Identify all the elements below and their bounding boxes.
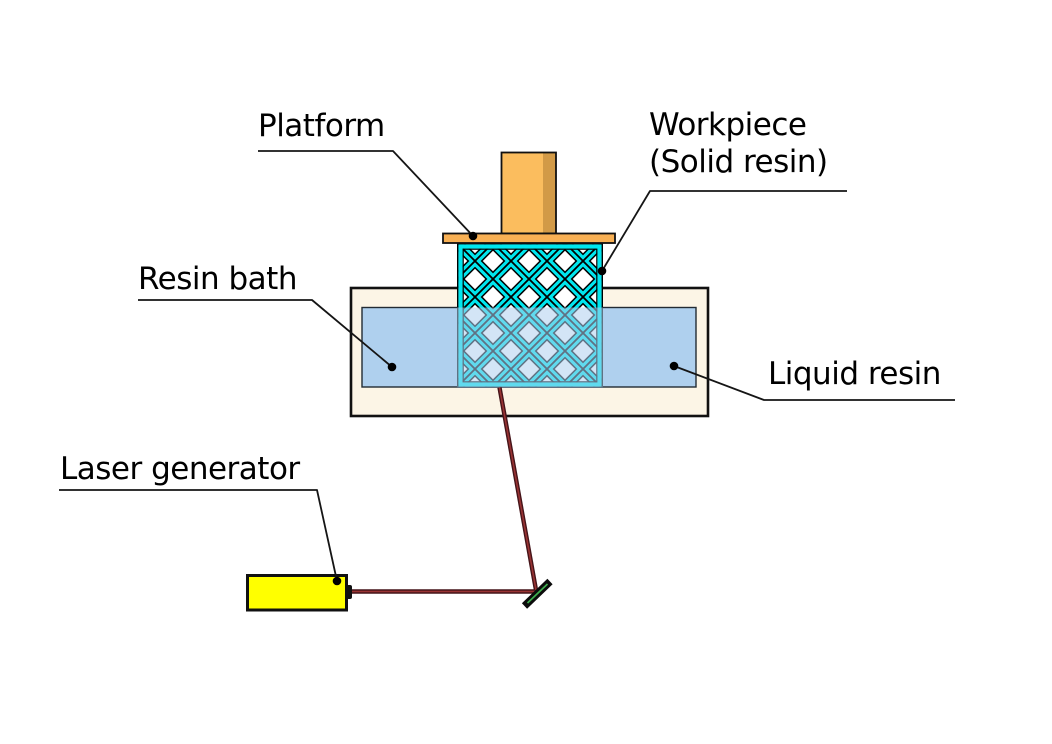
workpiece-leader-line [601,190,847,272]
platform-leader-line [258,150,474,237]
workpiece-group [457,242,604,389]
mirror [521,578,553,609]
workpiece-label: Workpiece (Solid resin) [649,107,828,181]
laser-beam-reflected [497,387,539,591]
platform-label: Platform [258,108,385,144]
leader-lines [59,150,955,582]
beam-reflected-core [498,387,537,591]
laser-generator-dot [332,576,342,586]
liquid-resin-dot [669,361,679,371]
mirror-face-line [526,583,549,604]
laser-generator-body [246,574,348,612]
workpiece-dot [597,266,607,276]
platform-plate [442,232,616,244]
leader-dots [332,231,679,586]
resin-bath-dot [387,362,397,372]
platform-column [500,151,557,235]
laser-generator-leader-line [59,489,338,582]
column-shade [543,152,556,234]
workpiece-label-line2: (Solid resin) [649,144,828,180]
workpiece-submerged-overlay [457,307,603,388]
laser-lens [346,585,352,599]
resin-bath-leader-line [138,299,393,368]
laser-generator-label: Laser generator [60,451,300,487]
liquid-resin-label: Liquid resin [768,356,941,392]
liquid-resin-leader-line [673,365,955,401]
resin-bath-label: Resin bath [138,261,297,297]
laser-generator [246,574,352,612]
workpiece-label-line1: Workpiece [649,107,807,143]
column-face [501,152,543,234]
platform-dot [468,231,478,241]
